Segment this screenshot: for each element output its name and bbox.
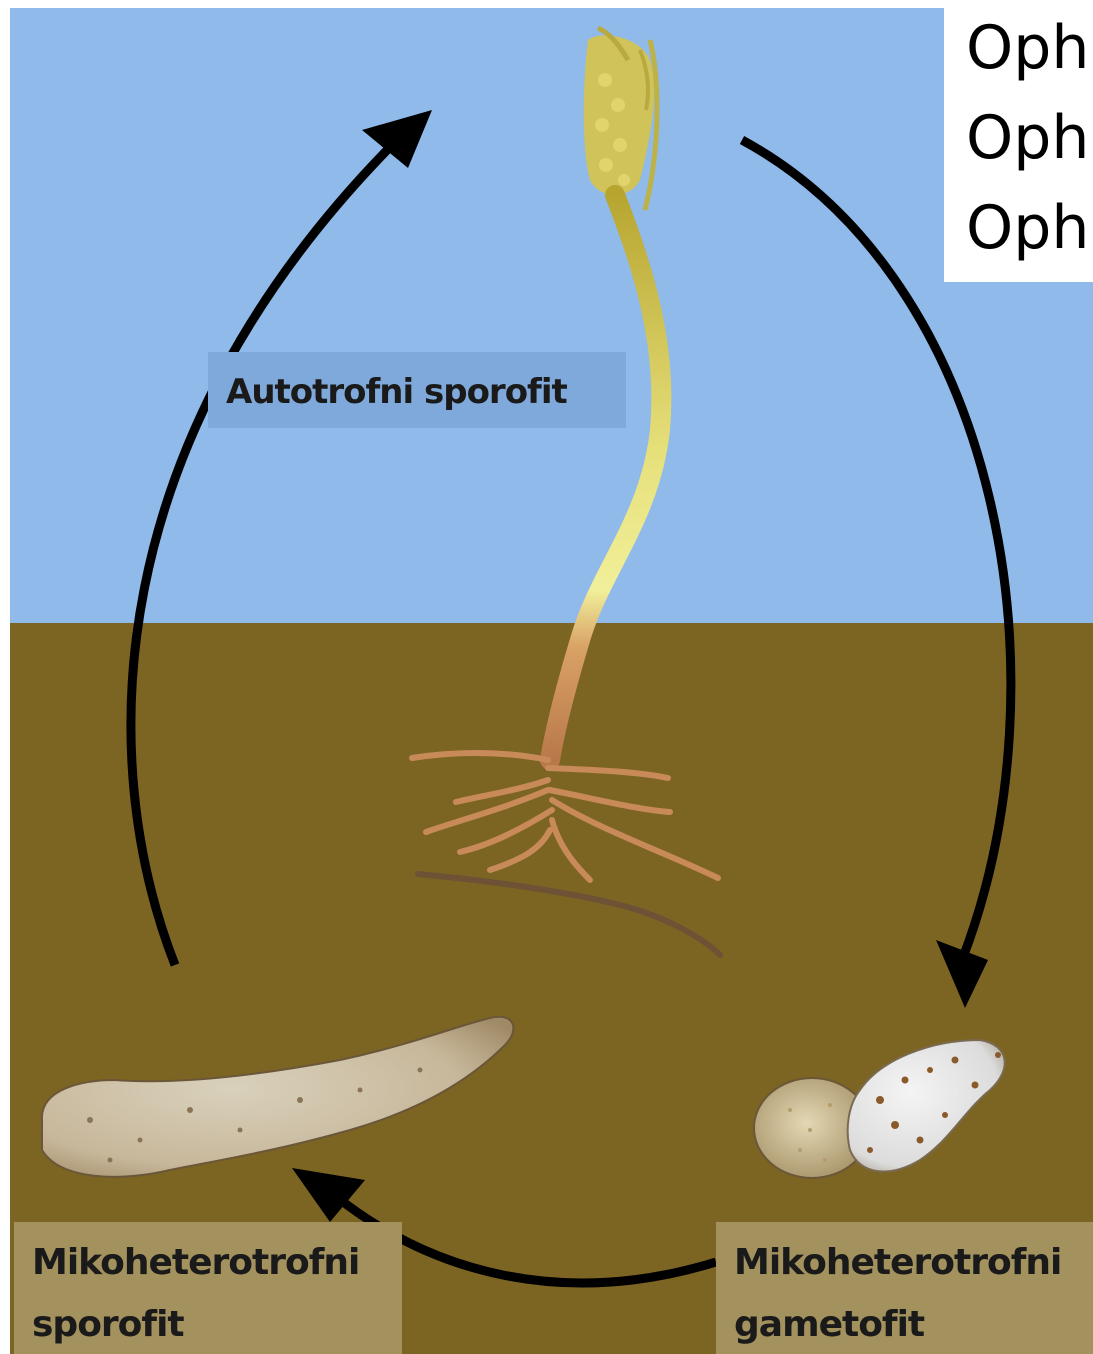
label-myco-gametophyte-line-1: Mikoheterotrofni	[734, 1232, 1093, 1294]
label-myco-sporophyte-line-2: sporofit	[32, 1294, 402, 1354]
label-mycoheterotrophic-sporophyte: Mikoheterotrofni sporofit	[14, 1222, 402, 1354]
label-myco-sporophyte-line-1: Mikoheterotrofni	[32, 1232, 402, 1294]
label-autotrophic-sporophyte: Autotrofni sporofit	[208, 352, 626, 428]
arrow-icon-left	[131, 110, 432, 965]
mycoheterotrophic-sporophyte-icon	[42, 1017, 514, 1177]
arrow-icon-right	[742, 140, 1011, 1008]
label-mycoheterotrophic-gametophyte: Mikoheterotrofni gametofit	[716, 1222, 1093, 1354]
gametophyte-icon	[754, 1040, 1005, 1178]
label-myco-gametophyte-line-2: gametofit	[734, 1294, 1093, 1354]
plant-sporophyte-icon	[412, 28, 720, 955]
